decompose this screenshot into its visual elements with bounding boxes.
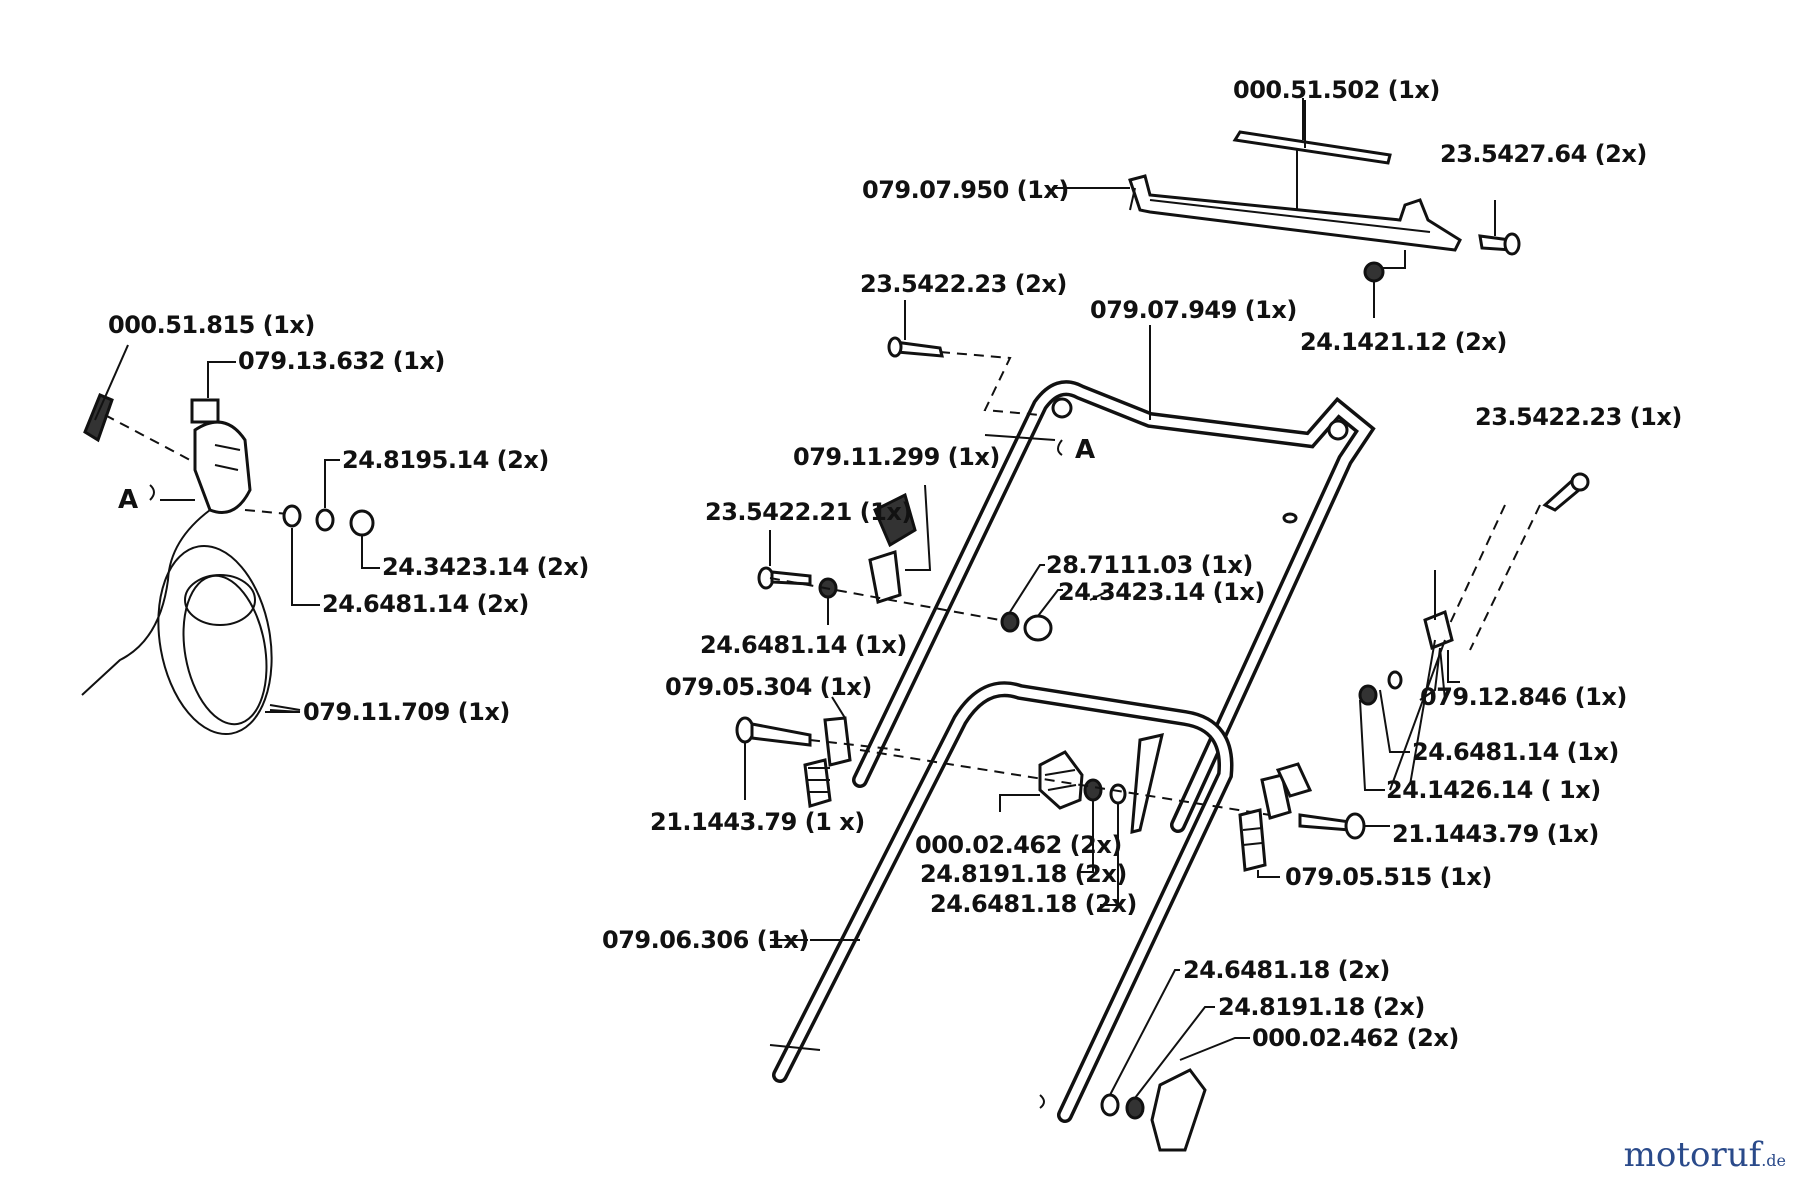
lever-part: [873, 492, 917, 548]
top-crossbar-assembly: [1052, 100, 1521, 318]
part-label: 079.11.299 (1x): [793, 443, 1000, 471]
watermark-tld: .de: [1761, 1151, 1786, 1170]
washer-part: [1100, 1093, 1120, 1117]
washer-part: [1358, 684, 1378, 706]
nut-part: [1363, 261, 1385, 283]
plate-part: [83, 393, 114, 443]
part-label: 24.8191.18 (2x): [920, 860, 1127, 888]
part-label: 24.6481.14 (2x): [322, 590, 529, 618]
threaded-part: [803, 758, 832, 808]
bolt-head-part: [1503, 232, 1521, 256]
part-label: 24.8191.18 (2x): [1218, 993, 1425, 1021]
part-label: 000.02.462 (2x): [915, 831, 1122, 859]
part-label: 24.3423.14 (2x): [382, 553, 589, 581]
left-bracket-assembly: [735, 484, 1063, 808]
part-label: 24.6481.14 (1x): [1412, 738, 1619, 766]
washer-part: [315, 508, 335, 532]
adjuster-part: [823, 716, 852, 767]
part-label: 000.02.462 (2x): [1252, 1024, 1459, 1052]
part-label: 24.1421.12 (2x): [1300, 328, 1507, 356]
part-label: 079.12.846 (1x): [1420, 683, 1627, 711]
cable-control-assembly: [81, 344, 380, 736]
part-label: 24.3423.14 (1x): [1058, 578, 1265, 606]
star-knob-part: [1150, 1068, 1207, 1152]
part-label: 21.1443.79 (1 x): [650, 808, 865, 836]
part-labels: 000.51.502 (1x) 23.5427.64 (2x) 079.07.9…: [108, 76, 1682, 1052]
cable-clamp-part: [1423, 609, 1454, 651]
part-label: 23.5422.23 (2x): [860, 270, 1067, 298]
right-cable-assembly: [1238, 472, 1590, 878]
threaded-part: [1238, 808, 1267, 872]
part-label: 079.13.632 (1x): [238, 347, 445, 375]
part-label: 24.6481.18 (2x): [1183, 956, 1390, 984]
watermark-name: motoruf: [1623, 1135, 1762, 1175]
part-label: 24.6481.14 (1x): [700, 631, 907, 659]
part-label: 24.8195.14 (2x): [342, 446, 549, 474]
part-label: 079.07.950 (1x): [862, 176, 1069, 204]
part-label: 079.05.304 (1x): [665, 673, 872, 701]
threaded-part: [1275, 762, 1313, 798]
part-label: 24.6481.18 (2x): [930, 890, 1137, 918]
part-label: 28.7111.03 (1x): [1046, 551, 1253, 579]
lower-handle-assembly: [769, 681, 1271, 1152]
part-label: 23.5422.21 (1x): [705, 498, 912, 526]
washer-part: [1109, 783, 1127, 805]
part-label: 079.11.709 (1x): [303, 698, 510, 726]
washer-part: [1083, 778, 1103, 802]
cable-clip-strip-part: [1232, 130, 1392, 165]
bolt-part: [750, 722, 812, 747]
washer-part: [282, 504, 302, 528]
part-label: 24.1426.14 ( 1x): [1386, 776, 1601, 804]
part-label: 000.51.815 (1x): [108, 311, 315, 339]
marker-a-right: A: [1075, 435, 1095, 465]
star-knob-part: [1038, 750, 1084, 810]
lever-bracket-part: [868, 550, 902, 604]
part-label: 079.05.515 (1x): [1285, 863, 1492, 891]
part-label: 000.51.502 (1x): [1233, 76, 1440, 104]
crossbar-part: [1128, 174, 1462, 252]
marker-a-left: A: [118, 485, 138, 515]
housing-cap-part: [190, 398, 220, 424]
part-label: 23.5422.23 (1x): [1475, 403, 1682, 431]
part-label: 21.1443.79 (1x): [1392, 820, 1599, 848]
watermark-logo: motoruf.de: [1624, 1135, 1786, 1175]
rod-part: [1130, 733, 1165, 834]
nut-part: [1023, 614, 1053, 642]
washer-part: [1000, 611, 1020, 633]
washer-part: [1125, 1096, 1145, 1120]
adjuster-part: [1260, 773, 1292, 820]
upper-handle-assembly: [852, 300, 1376, 833]
nut-part: [349, 509, 375, 537]
bolt-part: [1298, 813, 1352, 832]
washer-part: [1387, 670, 1403, 690]
part-label: 23.5427.64 (2x): [1440, 140, 1647, 168]
part-label: 079.07.949 (1x): [1090, 296, 1297, 324]
leader-lines: [770, 98, 1304, 941]
